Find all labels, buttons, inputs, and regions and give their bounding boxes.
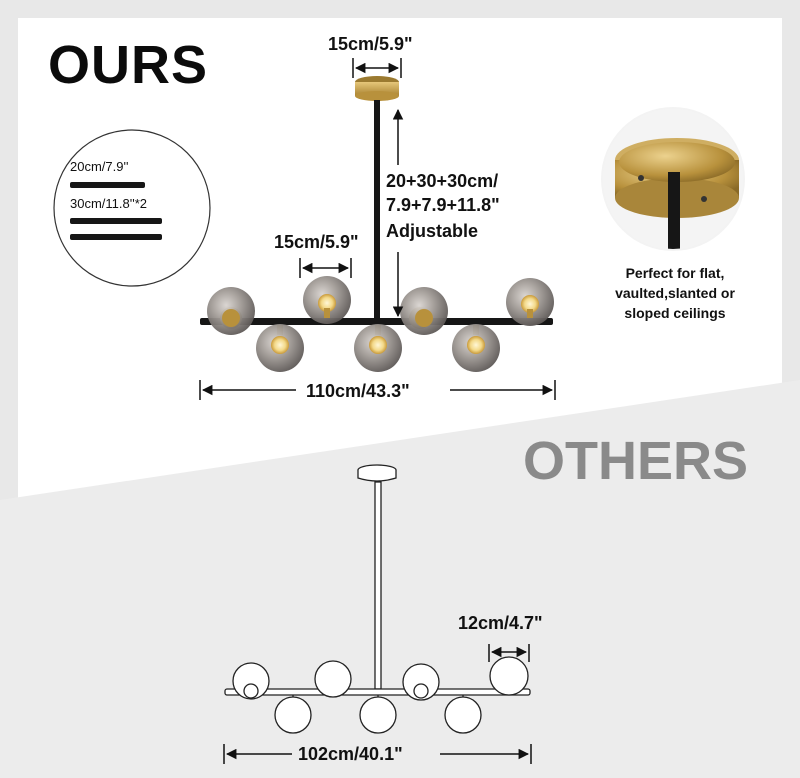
ours-total-width-label: 110cm/43.3" xyxy=(306,381,410,401)
others-dimension-lines xyxy=(223,644,532,764)
ours-rod-length-line1: 20+30+30cm/ xyxy=(386,171,499,191)
rod-label-30cm: 30cm/11.8''*2 xyxy=(70,196,147,211)
right-border-band xyxy=(782,0,800,400)
ours-rod-length-line2: 7.9+7.9+11.8" xyxy=(386,195,500,215)
others-panel-background xyxy=(0,380,800,778)
ours-globe xyxy=(256,324,304,372)
others-globe xyxy=(314,660,352,698)
ceiling-note-line1: Perfect for flat, xyxy=(625,265,725,281)
ours-globe-width-label: 15cm/5.9" xyxy=(274,232,359,252)
others-total-width-label: 102cm/40.1" xyxy=(298,744,403,764)
ours-title: OURS xyxy=(48,35,209,95)
others-globe xyxy=(444,696,482,734)
ours-rod-length-line3: Adjustable xyxy=(386,221,479,241)
rod-20cm xyxy=(70,182,145,188)
ours-globe xyxy=(354,324,402,372)
rod-30cm xyxy=(70,234,162,240)
others-globe xyxy=(489,656,529,696)
others-globe-width-label: 12cm/4.7" xyxy=(458,613,543,633)
extension-rods-callout xyxy=(53,129,211,287)
left-border-band xyxy=(0,0,18,500)
ours-globe xyxy=(400,287,448,335)
top-border-band xyxy=(0,0,800,18)
canopy-zoom-callout xyxy=(601,107,745,251)
ceiling-note-line2: vaulted,slanted or xyxy=(615,285,735,301)
rod-30cm xyxy=(70,218,162,224)
ours-canopy-width-label: 15cm/5.9" xyxy=(328,34,413,54)
others-globe xyxy=(402,663,440,701)
ours-fixture xyxy=(200,76,554,372)
ceiling-note-line3: sloped ceilings xyxy=(624,305,726,321)
ours-globe xyxy=(506,278,554,326)
ceiling-note: Perfect for flat, vaulted,slanted or slo… xyxy=(590,263,760,323)
ours-globe xyxy=(207,287,255,335)
others-globe xyxy=(359,696,397,734)
others-globe xyxy=(274,696,312,734)
others-title: OTHERS xyxy=(523,431,749,491)
ours-dimension-lines xyxy=(199,58,556,400)
ours-bar xyxy=(200,318,553,325)
ours-globe xyxy=(452,324,500,372)
ours-globe xyxy=(303,276,351,324)
rod-label-20cm: 20cm/7.9'' xyxy=(70,159,129,174)
others-fixture xyxy=(224,464,531,734)
ours-down-rod xyxy=(374,100,380,322)
others-globe xyxy=(232,662,270,700)
